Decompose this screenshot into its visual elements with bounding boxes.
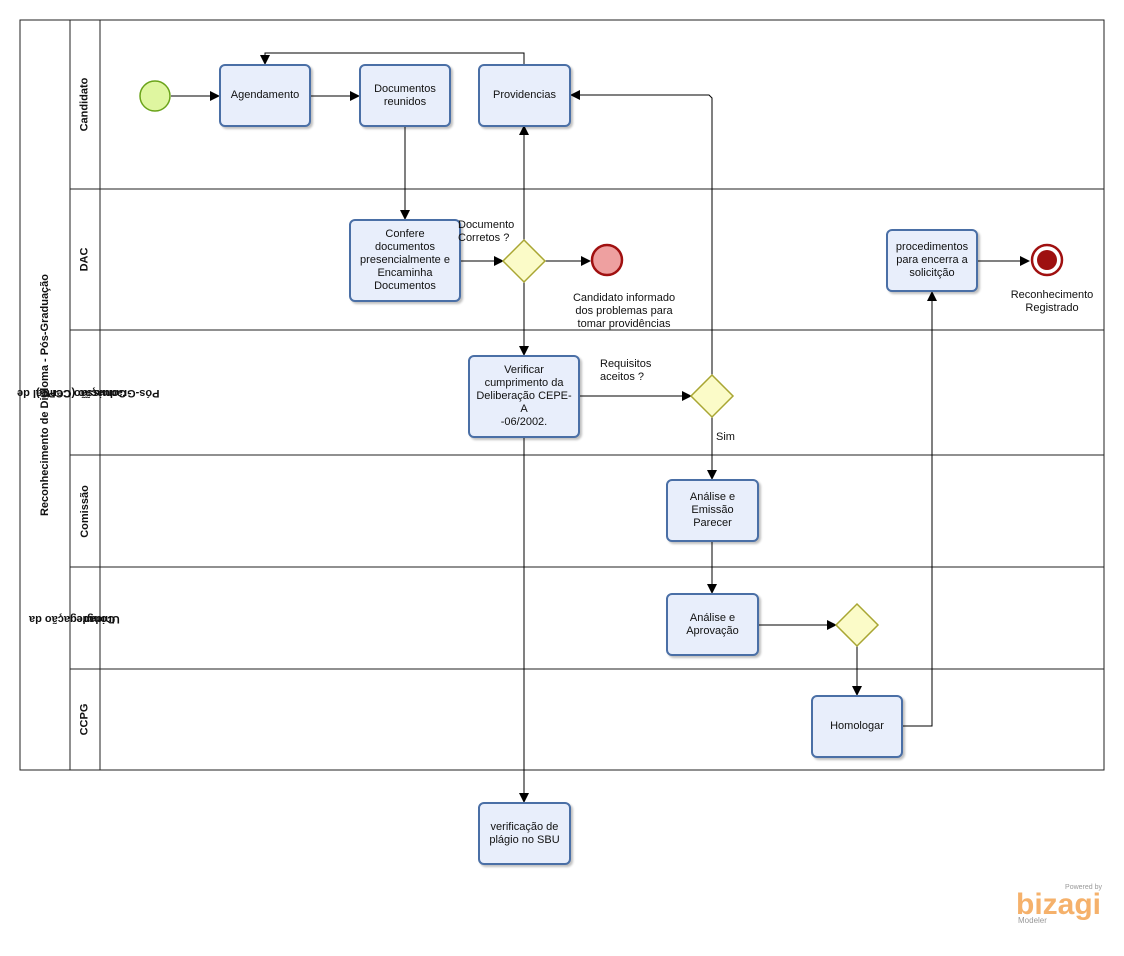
lane-title-comissao: Comissão — [78, 484, 91, 538]
task-agendamento[interactable]: Agendamento — [219, 64, 311, 127]
end-event-registrado-inner — [1037, 250, 1057, 270]
lane-title-dac: DAC — [78, 247, 91, 272]
task-providencias[interactable]: Providencias — [478, 64, 571, 127]
flow-gateway2-providencias — [570, 90, 713, 375]
task-homologar[interactable]: Homologar — [811, 695, 903, 758]
gateway-homologacao[interactable] — [834, 602, 880, 648]
start-event[interactable] — [139, 80, 171, 112]
gateway-documento-corretos[interactable] — [501, 238, 547, 284]
lane-title-ccpg: CCPG — [78, 703, 91, 736]
end-event-problemas[interactable] — [590, 243, 624, 277]
flow-providencias-agendamento — [260, 52, 525, 65]
gateway-requisitos-aceitos[interactable] — [689, 373, 735, 419]
lane-title-candidato: Candidato — [78, 77, 91, 132]
flow-label-sim: Sim — [716, 431, 735, 443]
flow-homologar-procedimentos — [903, 291, 937, 727]
bizagi-logo: Powered by bizagi Modeler — [1016, 884, 1102, 925]
